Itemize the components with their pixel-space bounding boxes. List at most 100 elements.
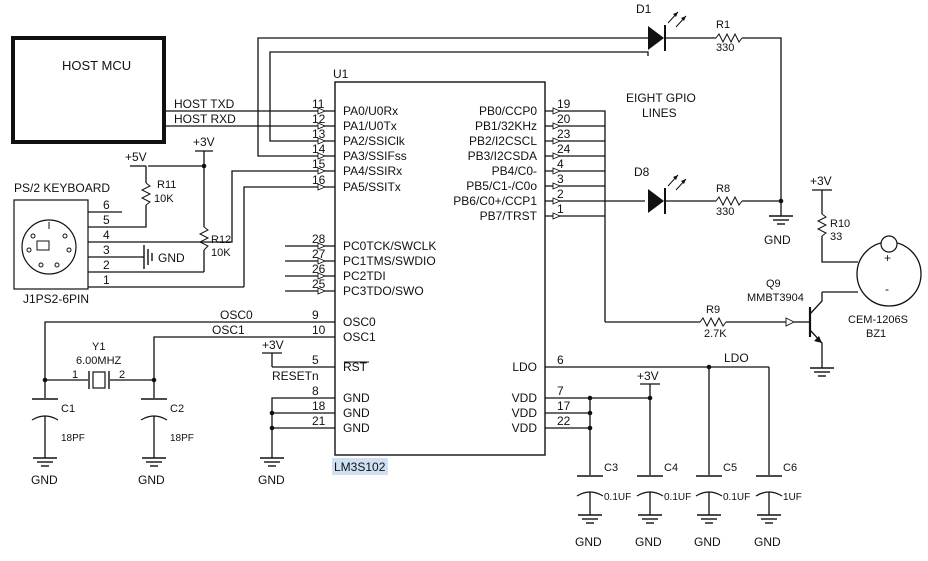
pin-name: PA0/U0Rx: [343, 104, 398, 118]
r12-value: 10K: [211, 247, 231, 259]
pin-name: PC2TDI: [343, 269, 386, 283]
kb-gnd-label: GND: [158, 251, 185, 265]
c4-value: 0.1UF: [664, 492, 691, 503]
crystal-pin2: 2: [119, 369, 125, 381]
buzzer-ref: BZ1: [866, 328, 886, 340]
r8-resistor: [715, 195, 743, 207]
pin-name: VDD: [512, 406, 538, 420]
crystal-circuit: OSC0 OSC1 Y1 6.00MHZ 1 2 C1 18PF GND C2 …: [31, 308, 310, 487]
pin-name: VDD: [512, 421, 538, 435]
r12-ref: R12: [211, 234, 231, 246]
buzzer-part: CEM-1206S: [848, 314, 908, 326]
ldo-net-label: LDO: [724, 351, 749, 365]
kb-pin-3: 3: [103, 243, 110, 257]
pin-number: 14: [312, 142, 326, 156]
right-pin-group: 19PB0/CCP020PB1/32KHz23PB2/I2CSCL24PB3/I…: [453, 97, 570, 435]
d8-ref: D8: [634, 165, 650, 179]
gpio-label-line2: LINES: [642, 106, 677, 120]
host-mcu: HOST MCU: [11, 36, 166, 144]
osc0-net-label: OSC0: [220, 308, 253, 322]
pin-name: OSC0: [343, 315, 376, 329]
pin-number: 11: [312, 97, 325, 111]
reset-3v-label: +3V: [262, 338, 284, 352]
pin-number: 20: [557, 112, 571, 126]
c1-gnd: GND: [31, 473, 58, 487]
supply-5v-label: +5V: [125, 150, 147, 164]
r12-resistor: [198, 226, 210, 251]
kb-pin-4: 4: [103, 228, 110, 242]
q9-ref: Q9: [766, 278, 781, 290]
host-mcu-label: HOST MCU: [62, 58, 131, 73]
pin-name: VDD: [512, 391, 538, 405]
pin-name: PA4/SSIRx: [343, 164, 402, 178]
pin-number: 5: [312, 353, 319, 367]
pin-number: 18: [312, 399, 326, 413]
pin-number: 6: [557, 353, 564, 367]
pin-number: 22: [557, 414, 571, 428]
pin-number: 15: [312, 157, 326, 171]
r1-value: 330: [716, 42, 734, 54]
pin-number: 4: [557, 157, 564, 171]
r10-value: 33: [830, 231, 842, 243]
r11-pullup: +5V R11 10K: [122, 150, 176, 228]
host-txd-label: HOST TXD: [174, 97, 235, 111]
pin-name: PA1/U0Tx: [343, 119, 397, 133]
c6-gnd: GND: [754, 535, 781, 549]
r9-value: 2.7K: [704, 328, 727, 340]
r10-ref: R10: [830, 218, 850, 230]
c4-ref: C4: [664, 462, 678, 474]
pin-name: PC0TCK/SWCLK: [343, 239, 436, 253]
c5-value: 0.1UF: [723, 492, 750, 503]
gpio-leds: EIGHT GPIO LINES D1 R1 330 D8: [570, 2, 794, 322]
ps2-keyboard: PS/2 KEYBOARD J1PS2-6PIN 6 5 4 3 2 1 GND: [13, 181, 244, 306]
pin-name: OSC1: [343, 330, 376, 344]
pin-number: 23: [557, 127, 571, 141]
pin-name: PB6/C0+/CCP1: [453, 194, 537, 208]
pin-name: PC1TMS/SWDIO: [343, 254, 436, 268]
pin-number: 10: [312, 323, 326, 337]
r11-ref: R11: [157, 179, 176, 191]
chip-gnd: GND: [258, 473, 285, 487]
keyboard-title: PS/2 KEYBOARD: [14, 181, 110, 195]
c6-ref: C6: [783, 462, 797, 474]
wire-pa2: [269, 51, 649, 142]
crystal-pin1: 1: [72, 369, 78, 381]
chip-part: LM3S102: [334, 460, 386, 474]
mcu-chip: U1 LM3S102: [332, 67, 546, 475]
r12-pullup: +3V R12 10K: [122, 135, 310, 287]
pin-name: GND: [343, 406, 370, 420]
pin-number: 26: [312, 262, 326, 276]
pin-number: 21: [312, 414, 326, 428]
pin-number: 19: [557, 97, 571, 111]
pin-number: 2: [557, 187, 564, 201]
kb-pin-6: 6: [103, 198, 110, 212]
osc1-net-label: OSC1: [212, 323, 245, 337]
buzzer-minus: -: [885, 282, 889, 296]
pin-number: 17: [557, 399, 571, 413]
pin-name: GND: [343, 391, 370, 405]
d8-led-icon: [648, 189, 664, 213]
pin-number: 7: [557, 384, 564, 398]
c4-gnd: GND: [635, 535, 662, 549]
c5-ref: C5: [723, 462, 737, 474]
vdd-supply-label: +3V: [637, 369, 659, 383]
c2-value: 18PF: [170, 433, 194, 444]
